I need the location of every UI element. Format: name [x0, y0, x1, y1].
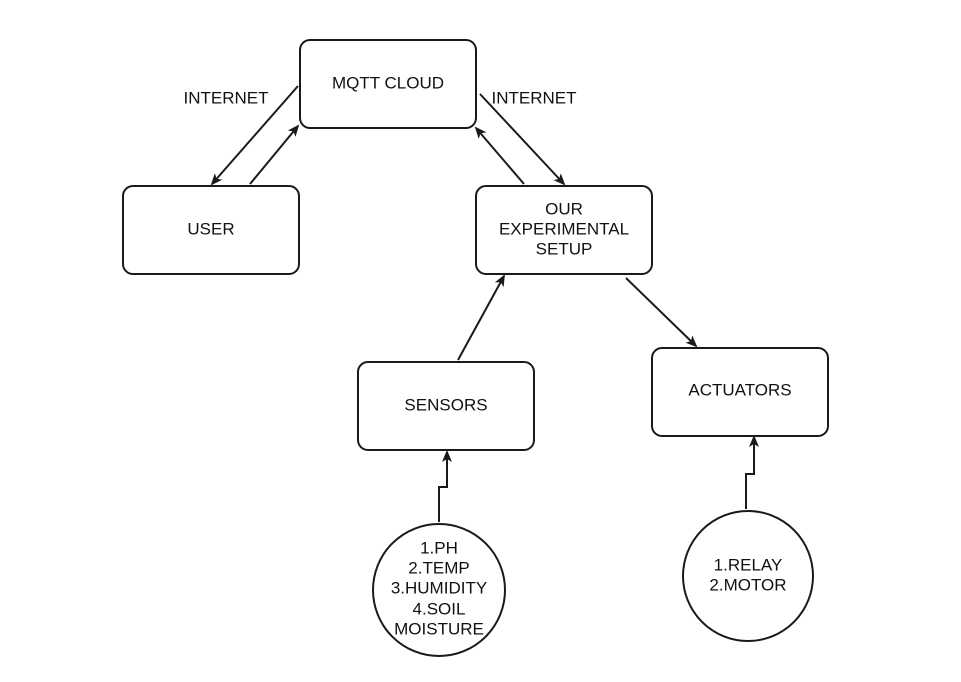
node-actuators: ACTUATORS	[651, 347, 829, 437]
sensor-list-item-4-cont: MOISTURE	[394, 619, 484, 638]
node-sensor-list: 1.PH 2.TEMP 3.HUMIDITY 4.SOIL MOISTURE	[372, 523, 506, 657]
internet-label-right: INTERNET	[492, 88, 577, 107]
sensor-list-item-4: 4.SOIL	[413, 599, 466, 618]
node-sensors: SENSORS	[357, 361, 535, 451]
node-user-label: USER	[187, 219, 234, 238]
node-user: USER	[122, 185, 300, 275]
node-experimental-setup: OUR EXPERIMENTAL SETUP	[475, 185, 653, 275]
sensor-list-item-1: 1.PH	[420, 538, 458, 557]
edge-sensors-to-setup	[457, 274, 505, 361]
node-actuator-list: 1.RELAY 2.MOTOR	[682, 510, 814, 642]
edge-actuatorlist-to-actuators	[745, 435, 759, 509]
edge-user-to-cloud	[249, 124, 300, 185]
node-setup-label-line3: SETUP	[536, 239, 593, 258]
sensor-list-item-3: 3.HUMIDITY	[391, 578, 487, 597]
edge-setup-to-cloud	[474, 126, 525, 185]
node-setup-label-line1: OUR	[545, 199, 583, 218]
node-mqtt-cloud: MQTT CLOUD	[299, 39, 477, 129]
edge-setup-to-actuators	[625, 277, 698, 348]
sensor-list-item-2: 2.TEMP	[408, 558, 469, 577]
node-sensors-label: SENSORS	[404, 395, 487, 414]
actuator-list-item-2: 2.MOTOR	[709, 575, 786, 594]
internet-label-left: INTERNET	[184, 88, 269, 107]
edge-cloud-to-setup	[479, 93, 566, 186]
actuator-list-item-1: 1.RELAY	[714, 555, 783, 574]
edge-cloud-to-user	[210, 85, 299, 186]
edge-sensorlist-to-sensors	[438, 450, 452, 522]
node-actuators-label: ACTUATORS	[688, 380, 791, 399]
node-mqtt-cloud-label: MQTT CLOUD	[332, 73, 444, 92]
node-setup-label-line2: EXPERIMENTAL	[499, 219, 629, 238]
